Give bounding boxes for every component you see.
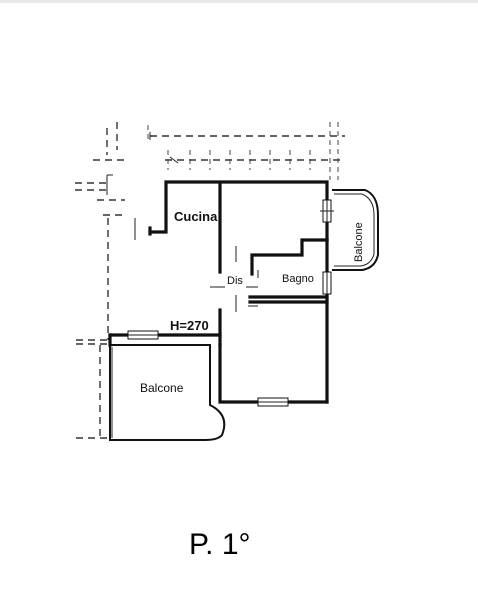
balcony-right-outline — [332, 189, 379, 271]
window-right-top — [320, 199, 334, 223]
label-corridor: Dis — [227, 275, 243, 287]
neighbour-outline-left — [75, 122, 136, 439]
label-balcony-bottom: Balcone — [140, 381, 184, 395]
balcony-bottom-outline — [109, 344, 226, 441]
label-balcony-right: Balcone — [353, 222, 365, 262]
window-balcony-left — [127, 330, 159, 340]
window-right-bathroom — [322, 271, 332, 295]
floor-label: P. 1° — [189, 528, 251, 561]
walls — [108, 180, 329, 404]
label-bathroom: Bagno — [282, 273, 314, 285]
door-openings — [210, 246, 259, 312]
label-kitchen: Cucina — [174, 209, 218, 224]
window-bottom — [257, 397, 289, 407]
neighbour-outline-top — [147, 122, 345, 180]
top-border — [0, 0, 478, 3]
label-height: H=270 — [170, 318, 209, 333]
